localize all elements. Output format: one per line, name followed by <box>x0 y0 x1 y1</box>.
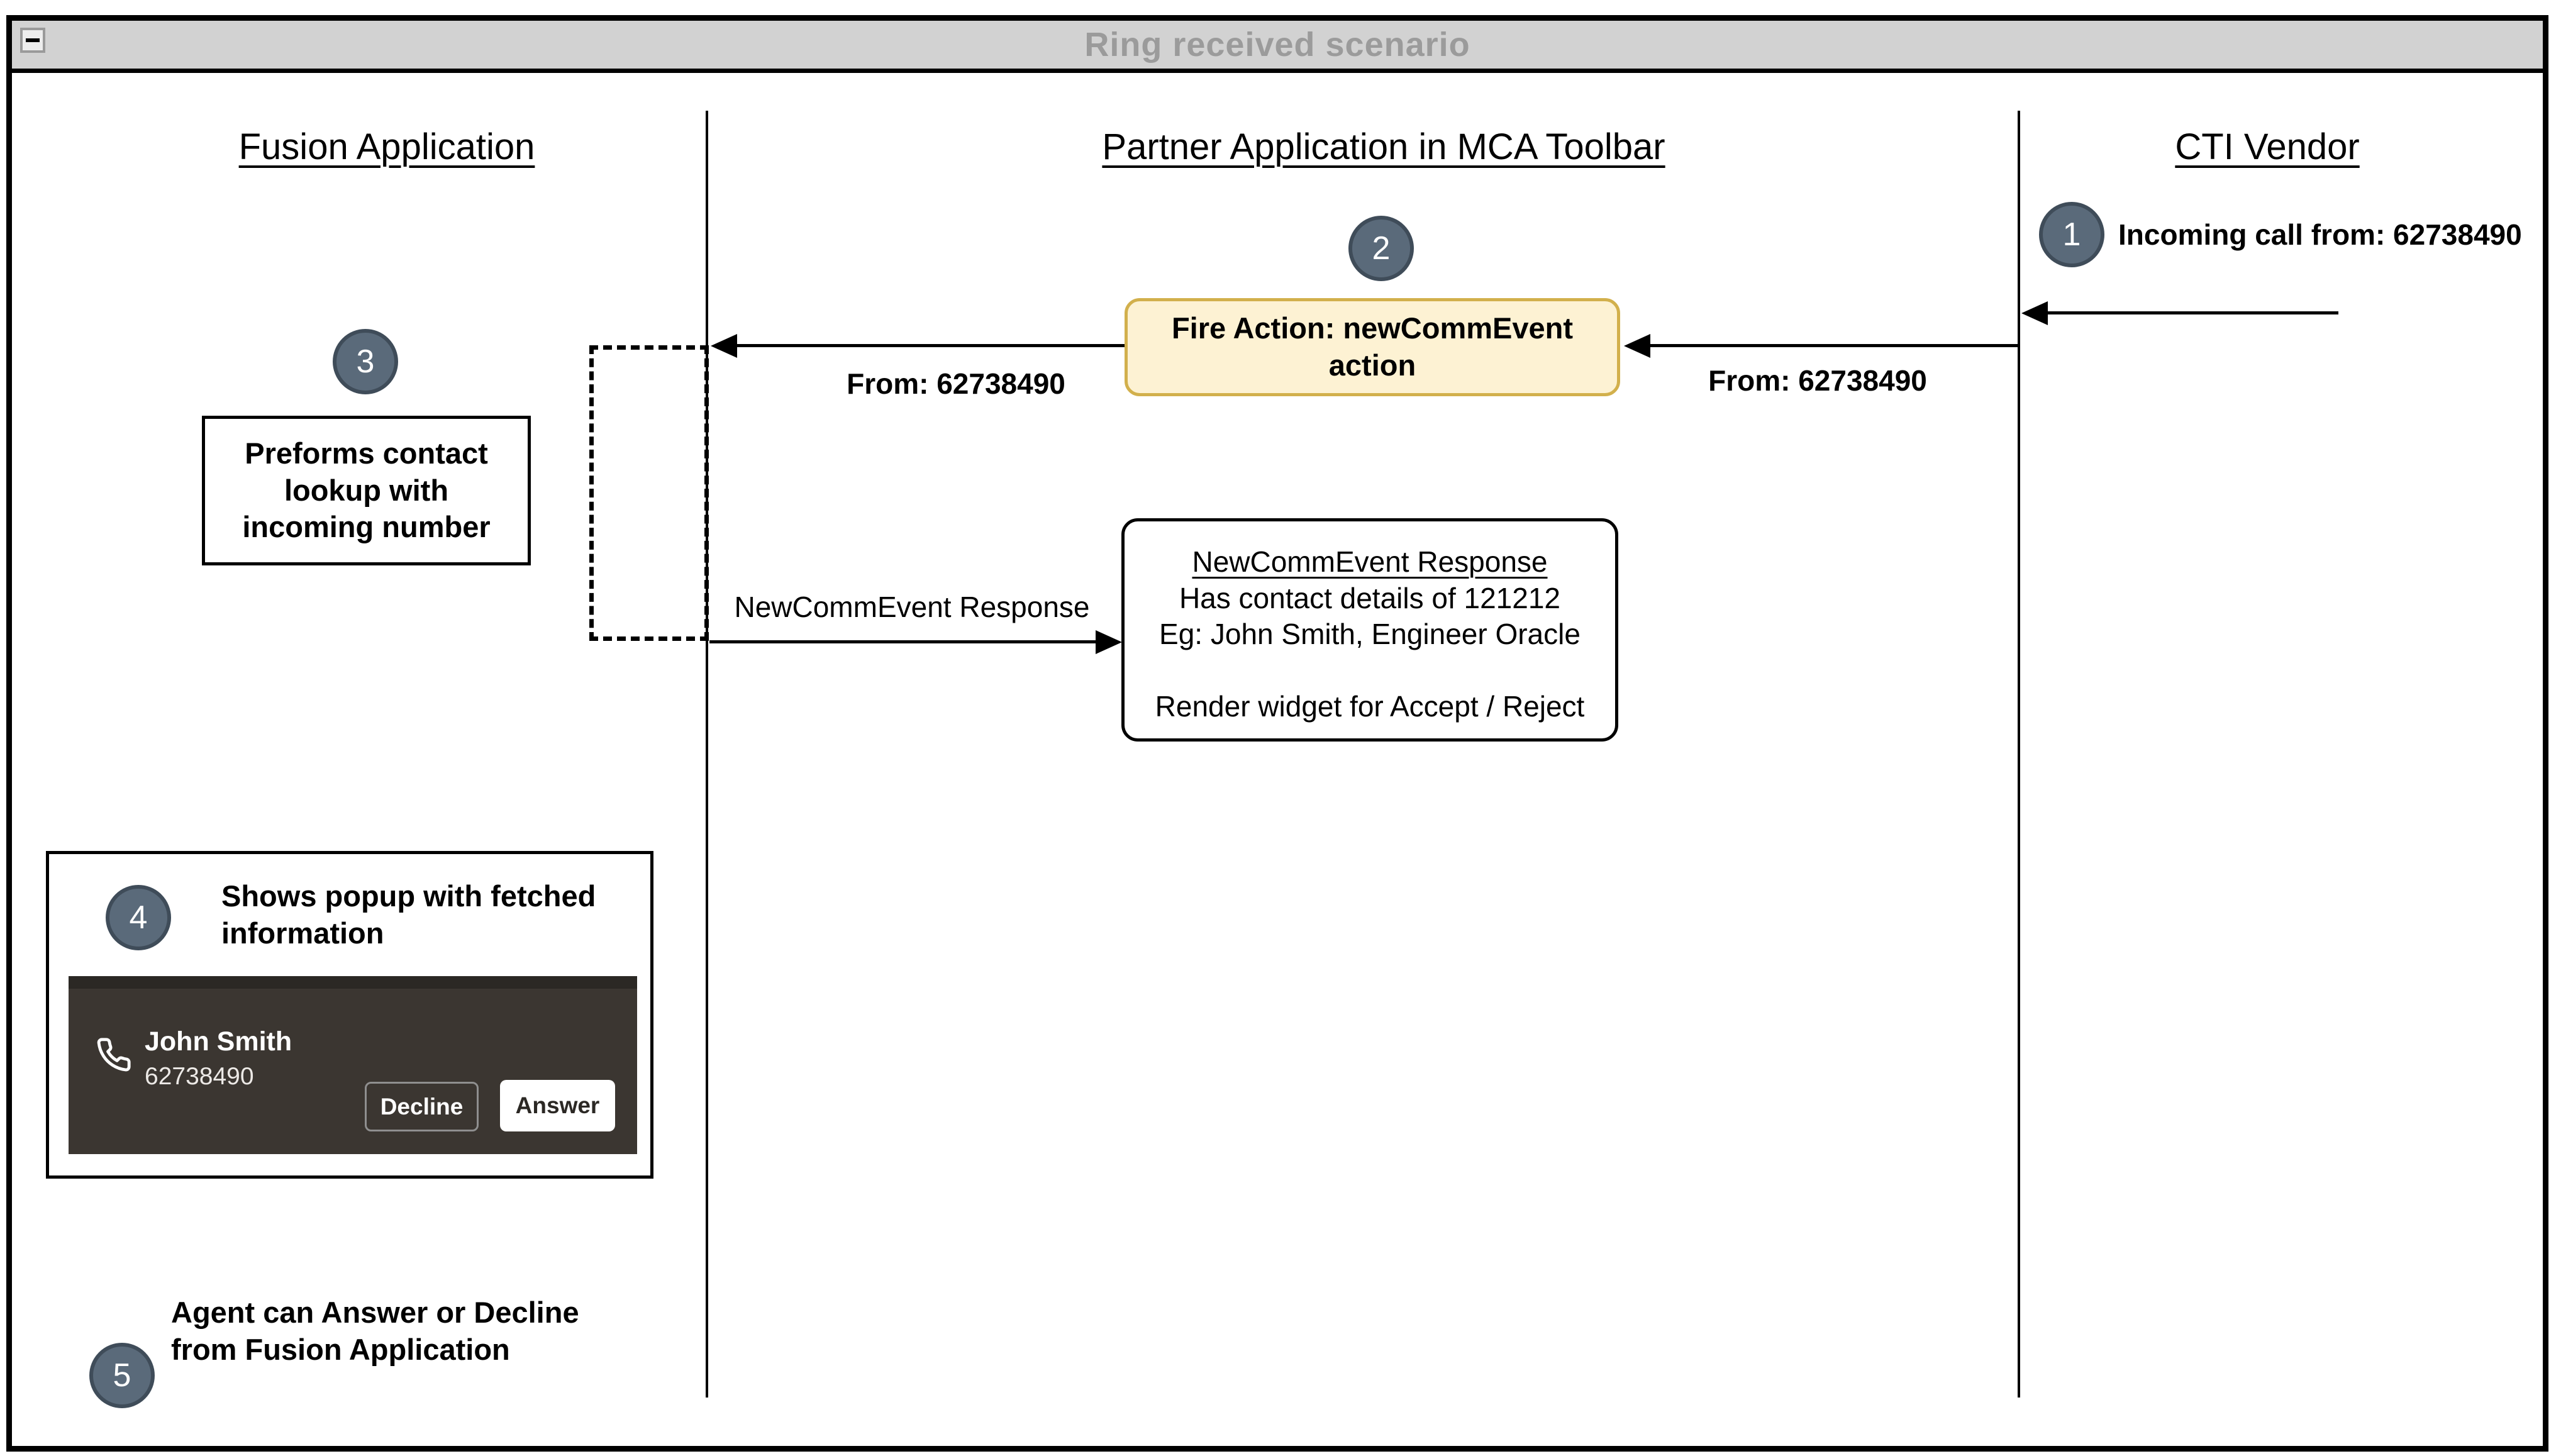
popup-top-band <box>69 976 637 989</box>
incoming-call-arrowhead <box>2021 301 2048 325</box>
window-titlebar: Ring received scenario <box>6 15 2548 73</box>
window-title: Ring received scenario <box>1084 26 1470 64</box>
column-header-partner-application: Partner Application in MCA Toolbar <box>1102 126 1665 167</box>
lifeline-fusion-partner <box>706 111 708 1398</box>
column-header-cti-vendor: CTI Vendor <box>2175 126 2360 167</box>
answer-button[interactable]: Answer <box>500 1080 615 1131</box>
step-1-badge: 1 <box>2039 202 2104 267</box>
caller-number: 62738490 <box>145 1063 254 1090</box>
response-box-line: Render widget for Accept / Reject <box>1155 689 1585 723</box>
minimize-icon <box>26 38 40 42</box>
partner-to-fusion-arrow-line <box>717 344 1125 347</box>
cti-to-partner-arrowhead <box>1624 334 1650 358</box>
column-header-fusion-application: Fusion Application <box>238 126 535 167</box>
newcommevent-response-box: NewCommEvent Response Has contact detail… <box>1121 518 1618 742</box>
step-4-badge: 4 <box>106 885 171 950</box>
response-arrowhead <box>1096 630 1122 654</box>
step-5-text: Agent can Answer or Decline from Fusion … <box>171 1296 579 1366</box>
cti-to-partner-arrow-line <box>1630 344 2018 347</box>
lifeline-partner-cti <box>2018 111 2020 1398</box>
incoming-call-arrow-line <box>2028 311 2338 314</box>
step-5-badge: 5 <box>89 1343 155 1408</box>
response-box-title: NewCommEvent Response <box>1192 545 1548 578</box>
partner-to-fusion-arrowhead <box>711 334 737 358</box>
fire-action-box: Fire Action: newCommEvent action <box>1125 298 1620 396</box>
step-2-badge: 2 <box>1348 216 1414 281</box>
response-arrow-line <box>709 640 1106 643</box>
fusion-activation-box <box>589 345 709 641</box>
phone-receiver-icon <box>97 1038 131 1072</box>
contact-lookup-box: Preforms contact lookup with incoming nu… <box>202 416 531 565</box>
response-arrow-label: NewCommEvent Response <box>734 591 1090 623</box>
caller-name: John Smith <box>145 1026 292 1057</box>
decline-button[interactable]: Decline <box>365 1082 479 1131</box>
from-number-right-label: From: 62738490 <box>1708 364 1927 397</box>
step-3-badge: 3 <box>333 329 398 394</box>
incoming-call-label: Incoming call from: 62738490 <box>2118 218 2522 251</box>
from-number-left-label: From: 62738490 <box>847 367 1065 400</box>
collapse-button[interactable] <box>20 28 45 53</box>
response-box-line: Eg: John Smith, Engineer Oracle <box>1159 618 1581 650</box>
response-box-line: Has contact details of 121212 <box>1179 581 1561 614</box>
popup-caption: Shows popup with fetched information <box>221 879 596 950</box>
response-box-line <box>1125 653 1615 689</box>
